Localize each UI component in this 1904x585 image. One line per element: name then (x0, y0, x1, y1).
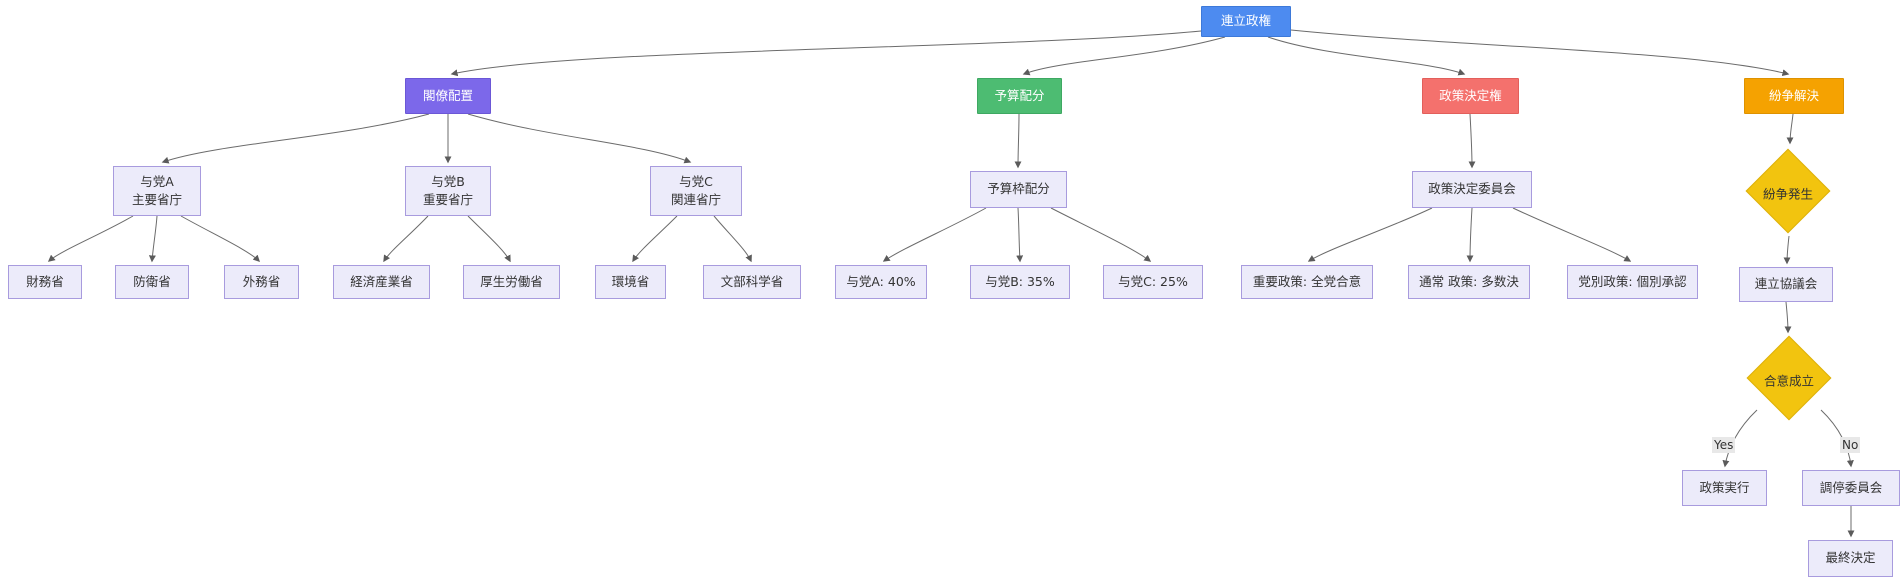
edge-cabinet-party-c (467, 113, 692, 164)
node-policy-decision-right: 政策決定権 (1422, 78, 1519, 114)
edge-label-yes: Yes (1712, 437, 1736, 453)
edge-frame-alloc-b (1016, 207, 1024, 263)
edge-party-a-min3 (180, 215, 260, 262)
node-policy-execution: 政策実行 (1682, 470, 1767, 506)
node-final-decision: 最終決定 (1808, 540, 1893, 577)
node-coalition-government: 連立政権 (1201, 6, 1291, 37)
node-policy-decision-committee: 政策決定委員会 (1412, 171, 1532, 208)
node-allocation-party-a: 与党A: 40% (835, 265, 927, 299)
agreement-label: 合意成立 (1763, 372, 1814, 388)
edge-committee-rule1 (1307, 207, 1433, 262)
edge-policy-committee (1468, 113, 1476, 169)
edge-party-a-min2 (148, 215, 158, 263)
node-ministry-finance: 財務省 (8, 265, 82, 299)
node-rule-party-policy: 党別政策: 個別承認 (1567, 265, 1698, 299)
edge-root-policy (1267, 36, 1466, 76)
node-coalition-council: 連立協議会 (1739, 267, 1833, 302)
edge-label-no: No (1840, 437, 1861, 453)
node-rule-important-policy: 重要政策: 全党合意 (1241, 265, 1373, 299)
edge-root-budget (1022, 36, 1226, 76)
party-a-name: 与党A (140, 173, 174, 189)
edge-budget-frame (1014, 113, 1022, 169)
node-conflict-resolution: 紛争解決 (1744, 78, 1844, 114)
node-ministry-health-labor: 厚生労働省 (463, 265, 560, 299)
edge-frame-alloc-a (882, 207, 987, 262)
party-b-role: 重要省庁 (422, 192, 473, 207)
edge-party-b-min2 (467, 215, 511, 263)
node-ministry-economy: 経済産業省 (333, 265, 430, 299)
edge-party-c-min1 (632, 215, 678, 263)
node-allocation-party-b: 与党B: 35% (970, 265, 1070, 299)
node-cabinet-allocation: 閣僚配置 (405, 78, 491, 114)
node-rule-normal-policy: 通常 政策: 多数決 (1408, 265, 1530, 299)
node-ministry-education: 文部科学省 (703, 265, 801, 299)
node-ministry-defense: 防衛省 (115, 265, 189, 299)
node-party-c: 与党C 関連省庁 (650, 166, 742, 216)
edge-party-c-min2 (713, 215, 752, 263)
edge-root-cabinet (450, 30, 1202, 77)
conflict-occurrence-label: 紛争発生 (1762, 185, 1813, 201)
edge-frame-alloc-c (1050, 207, 1152, 262)
edge-committee-rule3 (1512, 207, 1632, 262)
edge-root-conflict (1290, 29, 1790, 77)
node-budget-frame-allocation: 予算枠配分 (970, 171, 1067, 208)
node-ministry-environment: 環境省 (595, 265, 666, 299)
edge-cabinet-party-a (161, 113, 430, 164)
edge-committee-rule2 (1466, 207, 1474, 263)
node-ministry-foreign-affairs: 外務省 (224, 265, 299, 299)
node-party-b: 与党B 重要省庁 (405, 166, 491, 216)
party-a-role: 主要省庁 (131, 192, 182, 207)
edge-conflict-occur (1786, 113, 1794, 145)
node-mediation-committee: 調停委員会 (1802, 470, 1900, 506)
edge-council-agree (1784, 301, 1792, 334)
party-b-name: 与党B (431, 173, 465, 189)
edge-party-a-min1 (47, 215, 134, 262)
party-c-role: 関連省庁 (670, 192, 721, 207)
node-budget-allocation: 予算配分 (977, 78, 1062, 114)
edge-party-b-min1 (383, 215, 429, 263)
party-c-name: 与党C (679, 173, 713, 189)
edge-occur-council (1783, 235, 1791, 265)
node-allocation-party-c: 与党C: 25% (1103, 265, 1203, 299)
node-party-a: 与党A 主要省庁 (113, 166, 201, 216)
